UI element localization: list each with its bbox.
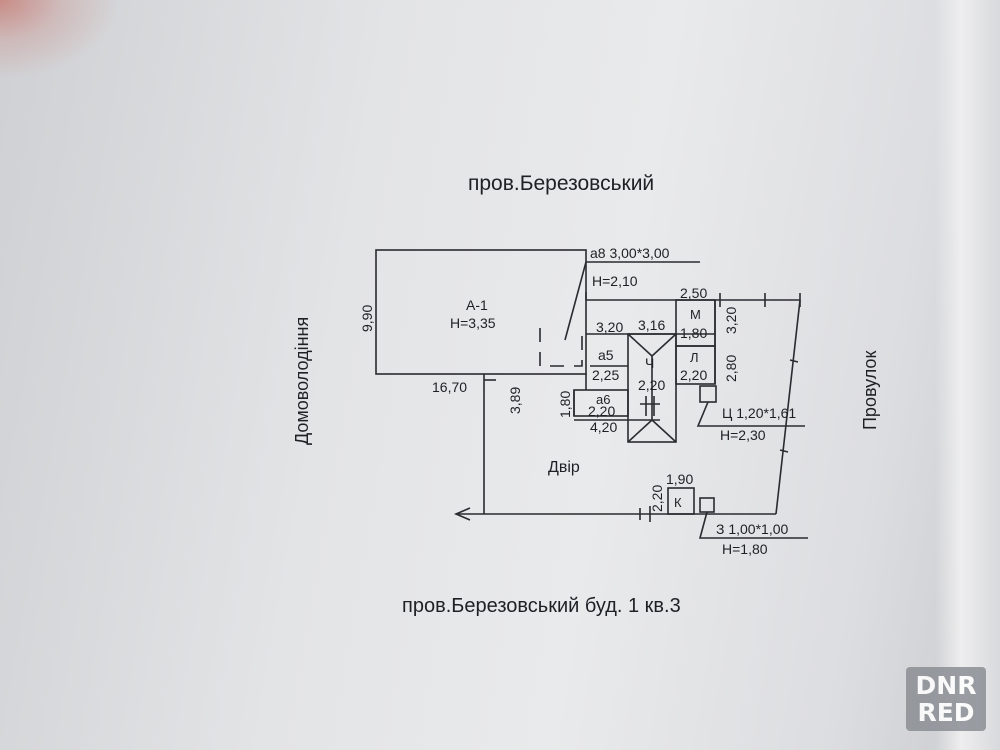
entrance-arrow [453,507,471,521]
page-edge [935,0,1000,750]
room-l-dim: 2,20 [680,367,707,383]
z-outline [699,497,715,513]
room-ch-cross-top [627,333,677,358]
ts-outline [699,385,717,403]
annex-a5-label: а5 [598,347,614,363]
dim-3-20-vertical: 3,20 [723,307,739,334]
watermark-logo: DNR RED [906,667,986,731]
shed-k-outline [667,487,695,515]
watermark-line1: DNR [915,671,977,700]
left-side-label: Домоволодіння [292,317,312,445]
dim-1-80-vertical: 1,80 [557,391,573,418]
z-height: Н=1,80 [722,541,768,557]
ts-leader [696,401,805,427]
dim-4-20: 4,20 [590,419,617,435]
address-label: пров.Березовський буд. 1 кв.3 [402,595,681,617]
annex-a5-dim: 2,25 [592,367,619,383]
watermark-line2: RED [917,698,975,727]
a8-leader [564,261,587,341]
room-ch-outline [627,333,677,443]
room-l-label: Л [690,350,699,365]
building-length-dim: 16,70 [432,379,467,395]
room-ch-dim: 2,20 [638,377,665,393]
annex-a8-height: Н=2,10 [592,273,638,289]
dim-2-20-vertical: 2,20 [649,485,665,512]
finger-shadow [0,0,120,80]
dim-2-80-vertical: 2,80 [723,355,739,382]
room-m-label: М [690,307,701,322]
dim-3-89-vertical: 3,89 [507,387,523,414]
shed-k-label: К [674,495,682,510]
room-m-dim: 1,80 [680,325,707,341]
annex-a6-dim: 2,20 [588,403,615,419]
room-ch-label: Ч [645,355,654,371]
z-leader [698,511,808,539]
ts-height: Н=2,30 [720,427,766,443]
dim-3-16: 3,16 [638,317,665,333]
dim-3-20-a: 3,20 [596,319,623,335]
right-side-label: Провулок [860,351,880,430]
room-ch-cross-bottom [627,418,677,443]
right-boundary [775,299,801,515]
dim-2-50: 2,50 [680,285,707,301]
annex-a8-outline [539,328,583,367]
ts-label: Ц 1,20*1,61 [722,405,796,421]
street-top-label: пров.Березовський [468,172,654,195]
annex-a8-label: а8 3,00*3,00 [590,245,670,261]
dim-1-90: 1,90 [666,471,693,487]
annex-a6-label: а6 [596,392,610,407]
main-building-outline [375,249,587,375]
building-width-dim: 9,90 [359,305,375,332]
building-a1-label: А-1 [466,297,488,313]
building-a1-height: Н=3,35 [450,315,496,331]
z-label: З 1,00*1,00 [716,521,789,537]
yard-label: Двір [548,459,580,476]
